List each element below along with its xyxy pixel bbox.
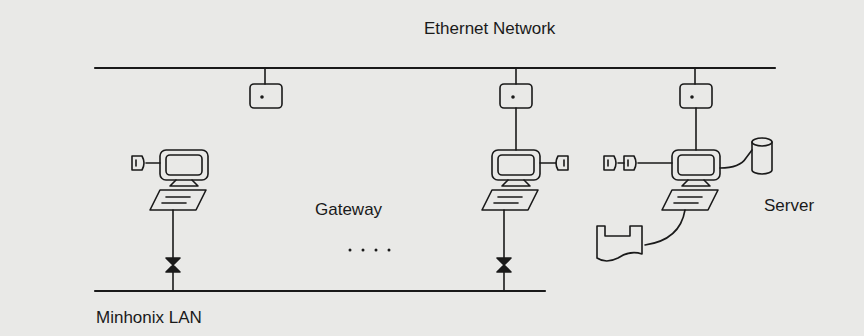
workstation [597, 138, 772, 261]
lan-tap [166, 258, 180, 272]
node-role-label: Gateway [315, 201, 382, 220]
more-stations-dots [349, 249, 391, 252]
lan-bus [95, 290, 545, 292]
transceiver [500, 68, 532, 150]
transceiver [680, 68, 712, 150]
printer [597, 226, 642, 261]
node-role-label: Server [764, 197, 814, 216]
ethernet-bus [95, 67, 775, 69]
bus-label: Ethernet Network [424, 20, 555, 39]
workstation [132, 150, 208, 291]
workstation [482, 150, 568, 291]
bus-label: Minhonix LAN [96, 309, 202, 328]
lan-tap [497, 258, 511, 272]
transceiver [250, 68, 282, 108]
